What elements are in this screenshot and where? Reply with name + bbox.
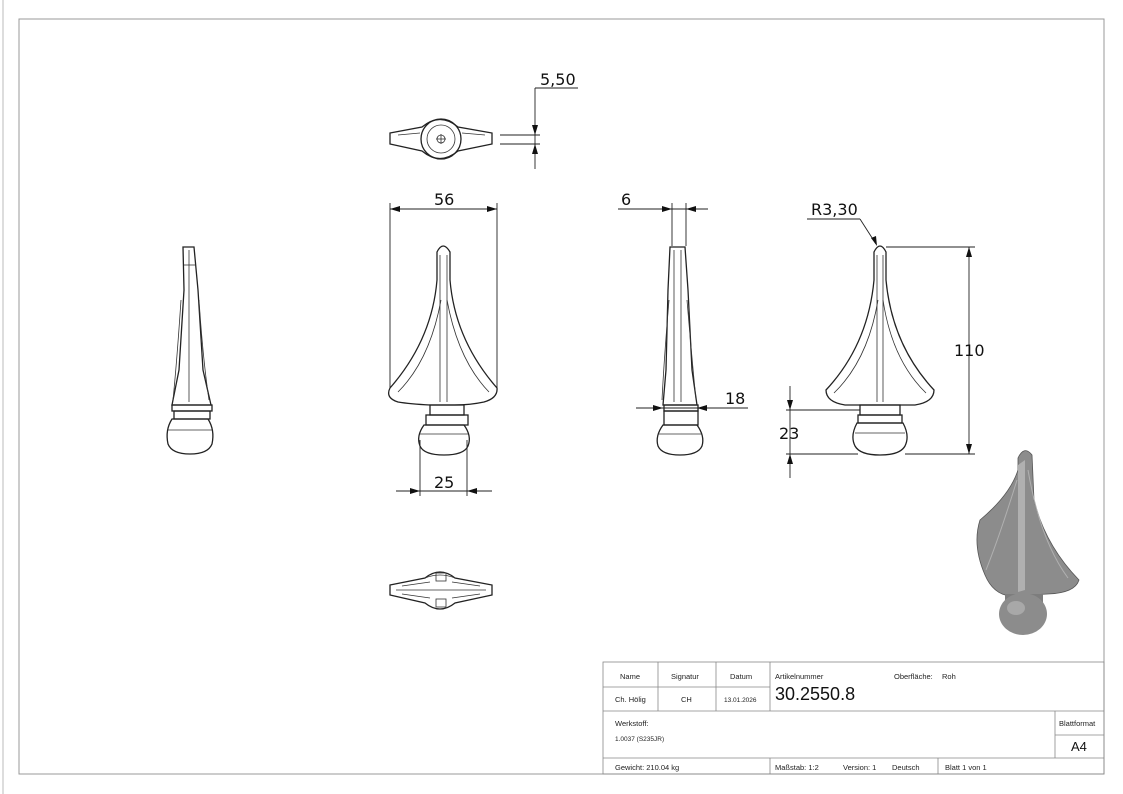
name-label: Name [620, 672, 640, 681]
oberflaeche-value: Roh [942, 672, 956, 681]
dim-25: 25 [434, 473, 454, 492]
dim-56: 56 [434, 190, 454, 209]
dim-110: 110 [954, 341, 985, 360]
datum-label: Datum [730, 672, 752, 681]
bottom-view [389, 571, 493, 610]
isometric-render [976, 450, 1080, 635]
massstab: Maßstab: 1:2 [775, 763, 819, 772]
version: Version: 1 [843, 763, 876, 772]
right-side-view [618, 203, 748, 456]
signatur-value: CH [681, 695, 692, 704]
dim-5-50: 5,50 [540, 70, 576, 89]
name-value: Ch. Hölig [615, 695, 646, 704]
front-view [387, 203, 498, 496]
artikelnummer-label: Artikelnummer [775, 672, 824, 681]
signatur-label: Signatur [671, 672, 699, 681]
title-block [602, 661, 1105, 775]
werkstoff-value: 1.0037 (S235JR) [615, 736, 664, 743]
blattformat-label: Blattformat [1059, 719, 1096, 728]
left-side-view [166, 246, 214, 455]
blatt: Blatt 1 von 1 [945, 763, 987, 772]
section-view [786, 218, 975, 478]
dim-r3-30: R3,30 [811, 200, 858, 219]
dim-6: 6 [621, 190, 631, 209]
oberflaeche-label: Oberfläche: [894, 672, 933, 681]
werkstoff-label: Werkstoff: [615, 719, 648, 728]
sheet-border [18, 18, 1105, 775]
dim-18: 18 [725, 389, 745, 408]
blattformat-value: A4 [1071, 739, 1087, 754]
gewicht: Gewicht: 210.04 kg [615, 763, 679, 772]
top-view [389, 87, 578, 169]
artikelnummer-value: 30.2550.8 [775, 684, 855, 704]
dim-23: 23 [779, 424, 799, 443]
datum-value: 13.01.2026 [724, 697, 757, 704]
sprache: Deutsch [892, 763, 920, 772]
